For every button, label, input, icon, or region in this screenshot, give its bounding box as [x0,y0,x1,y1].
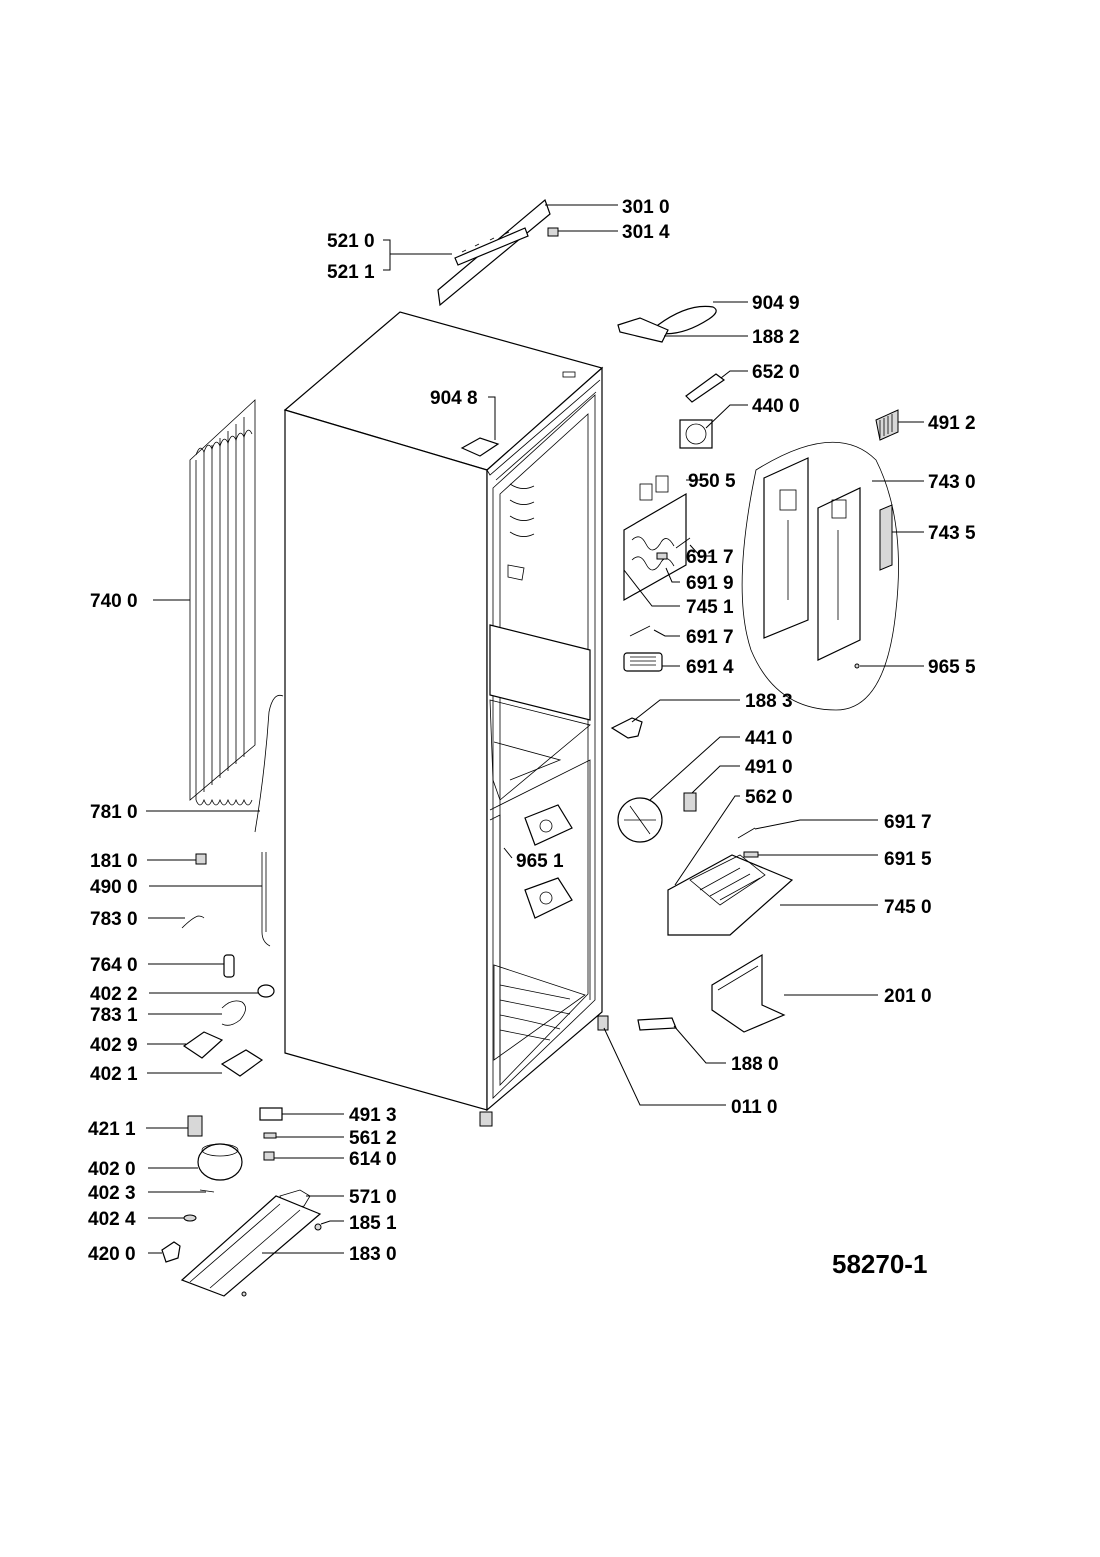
part-label: 188 0 [731,1054,779,1075]
middle-right-parts [610,717,794,1033]
part-label: 781 0 [90,802,138,823]
part-label: 783 0 [90,909,138,930]
part-label: 571 0 [349,1187,397,1208]
part-label: 562 0 [745,787,793,808]
evaporator-cover-assembly [741,441,899,711]
upper-right-parts [617,305,899,672]
part-label: 421 1 [88,1119,136,1140]
part-label: 402 1 [90,1064,138,1085]
part-label: 521 1 [327,262,375,283]
part-label: 743 0 [928,472,976,493]
part-label: 904 8 [430,388,478,409]
left-small-parts [161,694,322,1297]
part-label: 764 0 [90,955,138,976]
part-label: 652 0 [752,362,800,383]
part-label: 301 4 [622,222,670,243]
part-label: 491 0 [745,757,793,778]
part-label: 783 1 [90,1005,138,1026]
part-label: 561 2 [349,1128,397,1149]
part-label: 745 1 [686,597,734,618]
part-label: 188 2 [752,327,800,348]
part-label: 402 4 [88,1209,136,1230]
part-label: 691 4 [686,657,734,678]
part-label: 491 3 [349,1105,397,1126]
condenser [189,399,256,806]
part-label: 301 0 [622,197,670,218]
part-label: 402 0 [88,1159,136,1180]
part-label: 441 0 [745,728,793,749]
top-trim-rail [437,198,559,307]
leader-lines [146,204,924,1254]
part-label: 183 0 [349,1244,397,1265]
part-label: 402 9 [90,1035,138,1056]
part-label: 691 9 [686,573,734,594]
part-label: 614 0 [349,1149,397,1170]
part-label: 965 5 [928,657,976,678]
part-label: 521 0 [327,231,375,252]
part-label: 011 0 [731,1097,778,1118]
part-label: 188 3 [745,691,793,712]
part-label: 491 2 [928,413,976,434]
part-label: 420 0 [88,1244,136,1265]
part-label: 743 5 [928,523,976,544]
part-label: 691 5 [884,849,932,870]
part-label: 185 1 [349,1213,397,1234]
part-label: 201 0 [884,986,932,1007]
part-label: 181 0 [90,851,138,872]
part-labels: 301 0 301 4 521 0 521 1 904 9 188 2 652 … [88,197,976,1265]
part-label: 691 7 [686,547,734,568]
part-label: 745 0 [884,897,932,918]
part-label: 691 7 [686,627,734,648]
part-label: 402 3 [88,1183,136,1204]
part-label: 950 5 [688,471,736,492]
part-label: 740 0 [90,591,138,612]
part-label: 490 0 [90,877,138,898]
part-label: 402 2 [90,984,138,1005]
part-label: 440 0 [752,396,800,417]
cabinet [283,311,609,1127]
document-number: 58270-1 [832,1249,927,1279]
part-label: 965 1 [516,851,564,872]
part-label: 904 9 [752,293,800,314]
part-label: 691 7 [884,812,932,833]
